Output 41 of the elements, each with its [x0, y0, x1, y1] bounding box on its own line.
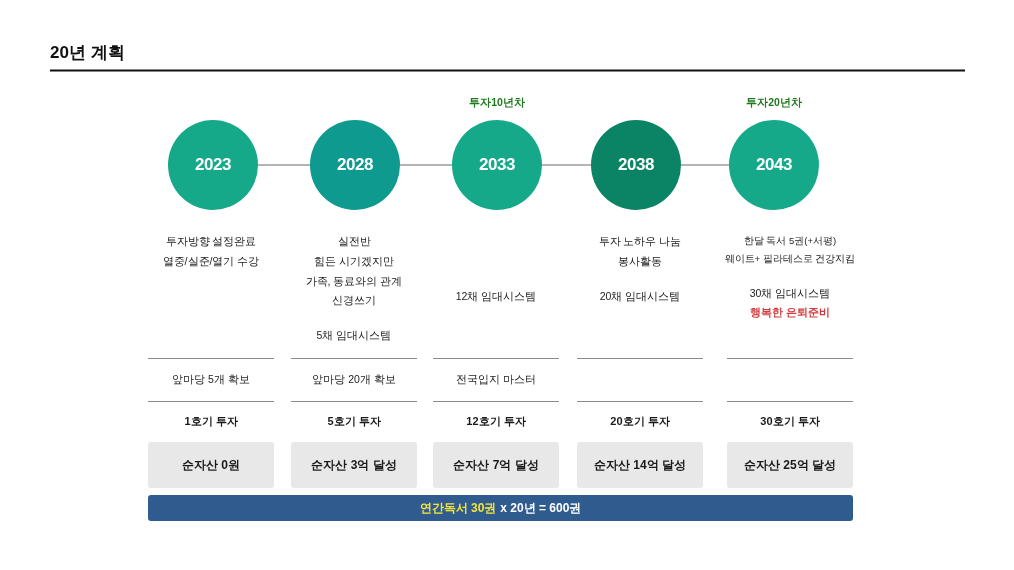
net-asset-box: 순자산 14억 달성: [577, 442, 703, 488]
year-circle: 2028: [310, 120, 400, 210]
plan-text: 5채 임대시스템: [316, 329, 392, 343]
reading-goal-text: 연간독서 30권: [419, 499, 497, 517]
plan-text: 웨이트+ 필라테스로 건강지킴: [724, 252, 856, 266]
investment-text: 1호기 투자: [184, 413, 238, 429]
net-asset-box: 순자산 25억 달성: [727, 442, 853, 488]
milestone-label: 투자20년차: [746, 96, 802, 110]
plan-text: 열중/실준/열기 수강: [162, 255, 260, 269]
plan-text: 힘든 시기겠지만 가족, 동료와의 관계 신경쓰기: [304, 253, 404, 308]
plan-text: 30채 임대시스템: [749, 287, 831, 301]
plan-text: 실전반: [337, 235, 371, 249]
site-text: 앞마당 20개 확보: [312, 373, 396, 387]
year-circle: 2038: [591, 120, 681, 210]
connector-line: [541, 164, 592, 166]
net-asset-box: 순자산 0원: [148, 442, 274, 488]
summary-bar: [148, 495, 853, 521]
net-asset-box: 순자산 3억 달성: [291, 442, 417, 488]
plan-text: 20채 임대시스템: [599, 290, 681, 304]
investment-text: 12호기 투자: [466, 413, 526, 429]
year-circle: 2033: [452, 120, 542, 210]
goal-text: 행복한 은퇴준비: [750, 306, 830, 320]
site-text: 전국입지 마스터: [456, 373, 536, 387]
plan-text: 투자방향 설정완료: [165, 235, 257, 249]
investment-text: 20호기 투자: [610, 413, 670, 429]
title: 20년 계획: [50, 43, 125, 63]
year-circle: 2043: [729, 120, 819, 210]
plan-text: 12채 임대시스템: [455, 290, 537, 304]
reading-total-text: x 20년 = 600권: [500, 499, 582, 517]
plan-text: 봉사활동: [618, 255, 662, 269]
year-circle: 2023: [168, 120, 258, 210]
connector-line: [399, 164, 453, 166]
plan-text: 투자 노하우 나눔: [598, 235, 682, 249]
milestone-label: 투자10년차: [469, 96, 525, 110]
connector-line: [257, 164, 311, 166]
connector-line: [680, 164, 730, 166]
investment-text: 5호기 투자: [327, 413, 381, 429]
plan-text: 한달 독서 5권(+서평): [743, 234, 837, 248]
net-asset-box: 순자산 7억 달성: [433, 442, 559, 488]
site-text: 앞마당 5개 확보: [172, 373, 250, 387]
investment-text: 30호기 투자: [760, 413, 820, 429]
